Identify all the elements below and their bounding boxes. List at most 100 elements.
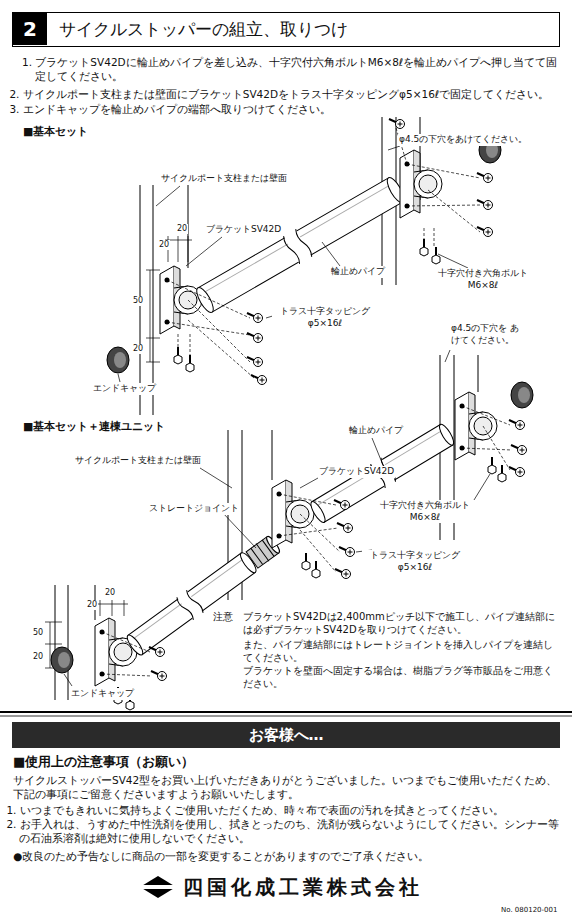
post-or-wall (140, 115, 420, 415)
caution-note: ブラケットを壁面へ固定する場合は、樹脂プラグ等市販品をご用意ください。 (242, 664, 556, 690)
part-label: 輪止めパイプ (348, 425, 404, 437)
stopper-pipe (198, 178, 403, 312)
drill-guide-lines (462, 406, 512, 470)
leader-lines (200, 468, 232, 488)
heading-text: サイクルストッパーの組立、取りつけ (59, 19, 348, 39)
stopper-pipe (437, 422, 456, 447)
leader-lines (474, 474, 490, 500)
stopper-pipe (202, 184, 393, 294)
installation-illustration (151, 671, 167, 681)
installation-illustration (509, 420, 525, 430)
section-divider (0, 712, 572, 716)
installation-illustration (389, 119, 405, 129)
installation-illustration (477, 173, 493, 183)
installation-illustration (95, 618, 137, 686)
leader-lines (322, 242, 340, 266)
leader-lines (222, 512, 256, 548)
installation-illustration (247, 313, 263, 323)
drill-note: φ4.5の下穴をあけてください。 (398, 134, 528, 146)
installation-illustration (477, 227, 493, 237)
part-label: 輪止めパイプ (330, 266, 386, 278)
stopper-pipe (194, 285, 217, 314)
installation-illustration (149, 647, 165, 657)
installation-illustration (174, 347, 182, 364)
document-number: No. 080120-001 (500, 906, 558, 915)
leader-lines (118, 374, 120, 382)
dimension-value: 20 (176, 224, 188, 234)
installation-illustration (400, 150, 442, 218)
dimension-value: 20 (104, 588, 116, 598)
heading-text: お客様へ… (249, 726, 324, 744)
step-number-text: 2 (23, 17, 37, 41)
drill-guide-lines (279, 494, 340, 572)
leader-lines (438, 254, 468, 268)
notice-text: ●改良のため予告なしに商品の一部を変更することがありますのでご了承ください。 (12, 850, 562, 864)
installation-illustration (339, 547, 355, 557)
installation-illustration (272, 480, 314, 548)
installation-illustration (509, 467, 525, 477)
caution-note: ブラケットSV42Dは2,400mmピッチ以下で施工し、パイプ連結部には必ずブラ… (242, 610, 556, 636)
notice-item: 1. いつまでもきれいに気持ちよくご使用いただくため、時々布で表面の汚れを拭きと… (6, 804, 568, 818)
installation-illustration (455, 392, 497, 460)
installation-illustration (312, 561, 320, 578)
step-number: 2 (13, 13, 47, 45)
installation-illustration (477, 200, 493, 210)
installation-illustration (498, 465, 506, 482)
dimension-value: 20 (32, 652, 44, 662)
leader-lines (186, 237, 222, 266)
dimension-value: 20 (132, 344, 144, 354)
customer-banner: お客様へ… (12, 722, 560, 748)
dimension-value: 50 (32, 628, 44, 638)
part-label: ストレートジョイント (148, 503, 240, 515)
installation-illustration (334, 500, 350, 510)
dimension-value: 20 (158, 240, 170, 250)
stopper-pipe (125, 633, 146, 657)
notice-text: サイクルストッパーSV42型をお買い上げいただきありがとうございました。いつまで… (12, 774, 562, 801)
company-name: 四国化成工業株式会社 (182, 874, 424, 900)
figure-heading: ■基本セット (22, 125, 89, 139)
instruction-step: 1. ブラケットSV42Dに輪止めパイプを差し込み、十字穴付六角ボルトM6×8ℓ… (22, 56, 566, 83)
part-label: 十字穴付き六角ボルト M6×8ℓ (374, 500, 476, 523)
figure-heading: ■基本セット＋連棟ユニット (22, 420, 166, 434)
leader-lines (156, 186, 180, 206)
notice-item: 2. お手入れは、うすめた中性洗剤を使用し、拭きとったのち、洗剤が残らないように… (6, 818, 568, 845)
leader-lines (64, 674, 72, 686)
installation-illustration (511, 382, 533, 408)
stopper-pipe (124, 549, 260, 659)
installation-illustration (335, 569, 351, 579)
installation-illustration (247, 357, 263, 367)
section-divider (0, 716, 572, 717)
drill-guide-lines (167, 128, 480, 378)
part-label: トラス十字タッピング φ5×16ℓ (272, 306, 378, 329)
caution-label: 注意 (212, 610, 234, 623)
installation-illustration (488, 457, 496, 474)
leader-lines (445, 350, 450, 362)
part-label: ブラケットSV42D (318, 466, 395, 478)
leader-lines (118, 146, 468, 382)
stopper-pipe (175, 589, 204, 621)
part-label: サイクルポート支柱または壁面 (160, 173, 288, 185)
section-header: サイクルストッパーの組立、取りつけ 2 (12, 12, 560, 47)
installation-illustration (511, 445, 527, 455)
stopper-pipe (128, 553, 255, 655)
installation-illustration (432, 247, 440, 264)
stopper-pipe (193, 174, 408, 317)
installation-illustration (337, 523, 353, 533)
dimension-value: 20 (86, 600, 98, 610)
installation-illustration (107, 347, 129, 373)
section-divider (0, 711, 572, 713)
installation-illustration (251, 375, 267, 385)
drill-guide-lines (178, 228, 434, 356)
notice-heading: ■使用上の注意事項（お願い） (12, 754, 195, 771)
dimension-value: 50 (132, 296, 144, 306)
installation-illustration (51, 647, 73, 673)
leader-lines (388, 146, 400, 150)
stopper-pipe (282, 228, 314, 265)
part-label: 十字穴付き六角ボルト M6×8ℓ (432, 268, 534, 291)
company-logo (140, 885, 176, 889)
leader-lines (300, 478, 318, 488)
installation-illustration (302, 553, 310, 570)
instruction-step: 3. エンドキャップを輪止めパイプの端部へ取りつけてください。 (9, 103, 568, 117)
stopper-pipe (131, 558, 244, 640)
